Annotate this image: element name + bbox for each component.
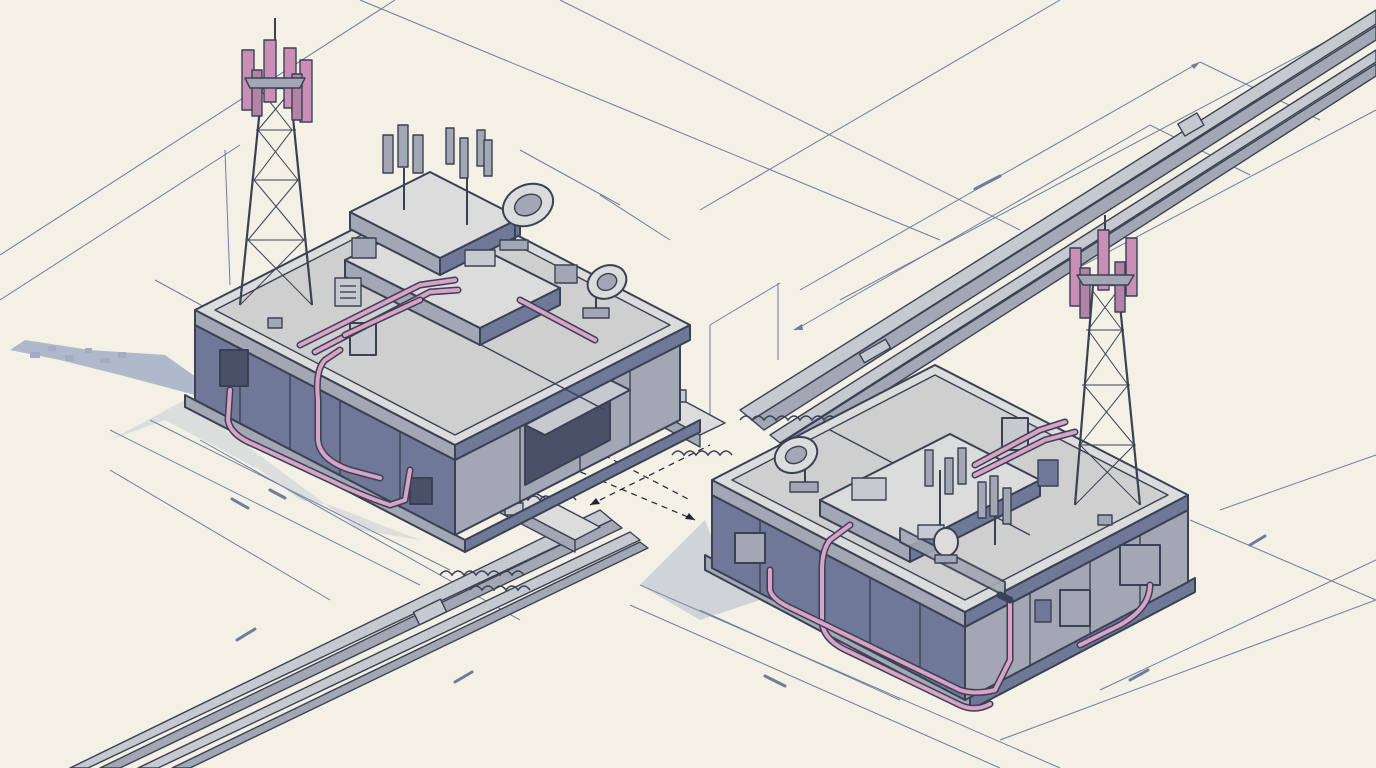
- satellite-dish-right-1: [773, 436, 819, 493]
- satellite-dish-left-2: [582, 264, 628, 319]
- ground-shadows: [10, 340, 760, 620]
- ground-conduit-southwest: [69, 509, 649, 768]
- rooftop-antenna-array-right: [917, 447, 1012, 545]
- rooftop-antenna-array-left: [382, 124, 493, 225]
- satellite-dish-right-2: [933, 527, 959, 564]
- ground-conduit-northeast: [739, 9, 1376, 453]
- cell-tower-left: [238, 18, 314, 329]
- left-building: [184, 18, 701, 553]
- right-building: [704, 215, 1196, 712]
- satellite-dish-left-1: [499, 182, 555, 251]
- cell-tower-right: [1069, 215, 1142, 526]
